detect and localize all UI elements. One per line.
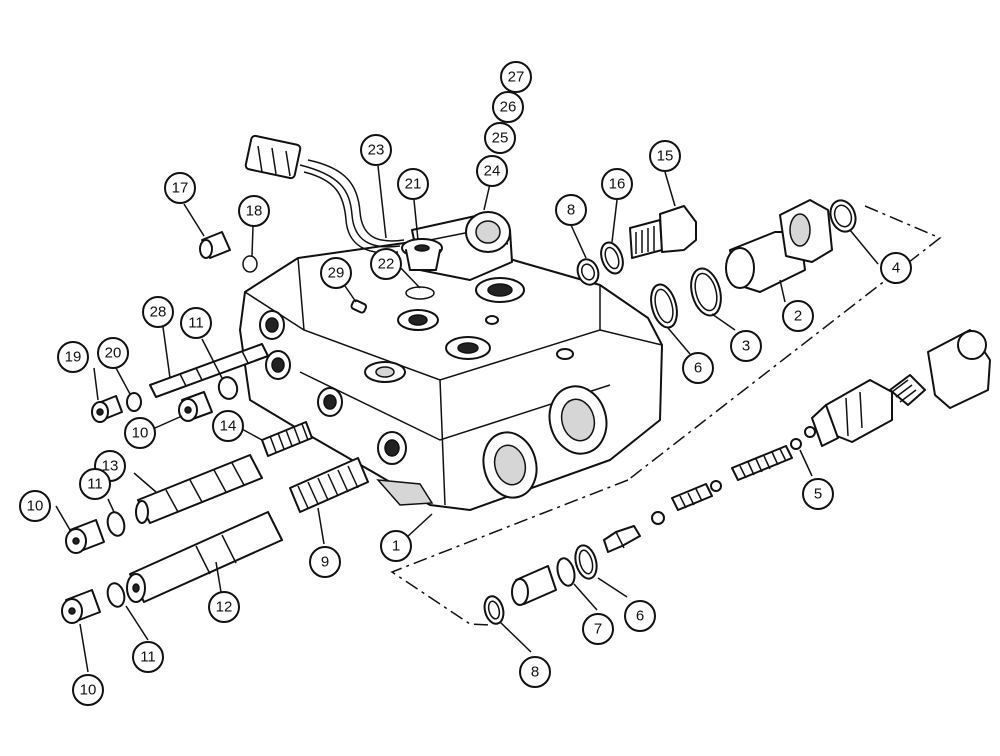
callout-2: 2 [782, 300, 814, 332]
svg-text:6: 6 [694, 360, 702, 377]
callout-9: 9 [309, 546, 341, 578]
svg-text:9: 9 [321, 554, 329, 571]
callout-3: 3 [730, 330, 762, 362]
svg-text:1: 1 [392, 538, 400, 555]
svg-text:11: 11 [188, 315, 204, 332]
solenoid-coil [465, 211, 511, 253]
svg-text:27: 27 [508, 69, 525, 86]
svg-text:10: 10 [27, 498, 44, 515]
callout-20: 20 [97, 337, 129, 369]
callout-23: 23 [360, 134, 392, 166]
callout-27: 27 [500, 61, 532, 93]
callout-10-lower: 10 [72, 674, 104, 706]
svg-text:12: 12 [216, 599, 233, 616]
callout-28: 28 [142, 296, 174, 328]
callout-17: 17 [164, 172, 196, 204]
callout-14: 14 [212, 410, 244, 442]
svg-text:29: 29 [328, 265, 345, 282]
bottom-seal-parts [390, 479, 629, 626]
svg-text:11: 11 [87, 476, 103, 493]
callout-11-upper: 11 [180, 307, 212, 339]
callout-24: 24 [476, 155, 508, 187]
pressure-cartridge [603, 329, 991, 553]
callout-11-middle: 11 [79, 468, 111, 500]
svg-text:21: 21 [405, 176, 422, 193]
callout-4: 4 [880, 252, 912, 284]
wire-harness [244, 134, 405, 254]
callout-11-lower: 11 [132, 641, 164, 673]
svg-text:8: 8 [567, 202, 575, 219]
svg-text:6: 6 [636, 608, 644, 625]
svg-text:10: 10 [80, 682, 97, 699]
callout-22: 22 [370, 248, 402, 280]
svg-text:7: 7 [594, 621, 602, 638]
callout-16: 16 [601, 168, 633, 200]
right-side-parts [576, 199, 942, 481]
svg-text:8: 8 [531, 664, 539, 681]
top-plug-assembly [401, 238, 443, 300]
callout-5: 5 [802, 478, 834, 510]
svg-text:22: 22 [378, 256, 395, 273]
callout-26: 26 [492, 91, 524, 123]
svg-text:18: 18 [246, 203, 263, 220]
svg-text:23: 23 [368, 142, 385, 159]
callout-25: 25 [484, 122, 516, 154]
callout-8-lower: 8 [519, 656, 551, 688]
callout-7: 7 [582, 613, 614, 645]
left-side-parts [61, 231, 369, 624]
valve-body [239, 214, 663, 511]
svg-text:16: 16 [609, 176, 626, 193]
svg-text:25: 25 [492, 130, 509, 147]
svg-text:10: 10 [132, 425, 149, 442]
svg-text:2: 2 [794, 308, 802, 325]
callout-15: 15 [649, 140, 681, 172]
callout-18: 18 [238, 195, 270, 227]
svg-text:11: 11 [140, 649, 156, 666]
callout-1: 1 [380, 530, 412, 562]
svg-text:17: 17 [172, 180, 189, 197]
callout-19: 19 [57, 341, 89, 373]
svg-text:3: 3 [742, 338, 750, 355]
callout-10-upper: 10 [124, 417, 156, 449]
callout-12: 12 [208, 591, 240, 623]
callout-6-upper: 6 [682, 352, 714, 384]
svg-text:5: 5 [814, 486, 822, 503]
callout-8-upper: 8 [555, 194, 587, 226]
svg-text:4: 4 [892, 260, 900, 277]
callout-21: 21 [397, 168, 429, 200]
callout-10-middle: 10 [19, 490, 51, 522]
svg-text:19: 19 [65, 349, 82, 366]
svg-text:14: 14 [220, 418, 237, 435]
svg-text:13: 13 [102, 458, 119, 475]
callout-29: 29 [320, 257, 352, 289]
svg-text:28: 28 [150, 304, 167, 321]
svg-text:24: 24 [484, 163, 501, 180]
svg-text:26: 26 [500, 99, 517, 116]
svg-text:15: 15 [657, 148, 674, 165]
callout-6-lower: 6 [624, 600, 656, 632]
svg-text:20: 20 [105, 345, 122, 362]
